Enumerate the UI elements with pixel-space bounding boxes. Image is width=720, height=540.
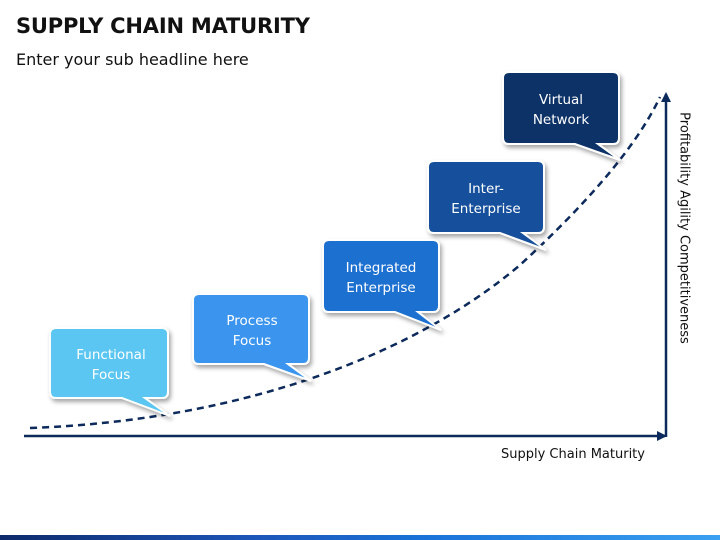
maturity-curve [29, 96, 662, 430]
stage-callout-process-focus: Process Focus [192, 293, 312, 382]
stage-callout-virtual-network: Virtual Network [502, 71, 621, 161]
page-subtitle: Enter your sub headline here [16, 50, 249, 69]
stage-callout-integrated-enterprise: Integrated Enterprise [322, 239, 442, 331]
callout-line-1: Inter- [468, 181, 504, 197]
callout-shape [427, 160, 547, 251]
y-axis-label: Profitability Agility Competitiveness [676, 112, 692, 344]
footer-accent-bar [0, 535, 720, 540]
callout-line-1: Process [226, 313, 277, 329]
page-title: SUPPLY CHAIN MATURITY [16, 14, 310, 38]
callout-line-1: Integrated [346, 260, 417, 276]
stage-callout-inter-enterprise: Inter- Enterprise [427, 160, 547, 251]
callout-line-1: Functional [76, 347, 145, 363]
x-axis-label: Supply Chain Maturity [501, 447, 645, 462]
callout-line-2: Enterprise [451, 201, 520, 217]
callout-line-2: Focus [233, 333, 272, 349]
callout-line-2: Focus [92, 367, 131, 383]
stage-callout-functional-focus: Functional Focus [49, 327, 171, 417]
callout-line-2: Network [533, 112, 590, 128]
callout-shape [49, 327, 171, 417]
callout-shape [502, 71, 621, 161]
callout-shape [322, 239, 442, 331]
callout-shape [192, 293, 312, 382]
callout-line-2: Enterprise [346, 280, 415, 296]
callout-line-1: Virtual [539, 92, 583, 108]
